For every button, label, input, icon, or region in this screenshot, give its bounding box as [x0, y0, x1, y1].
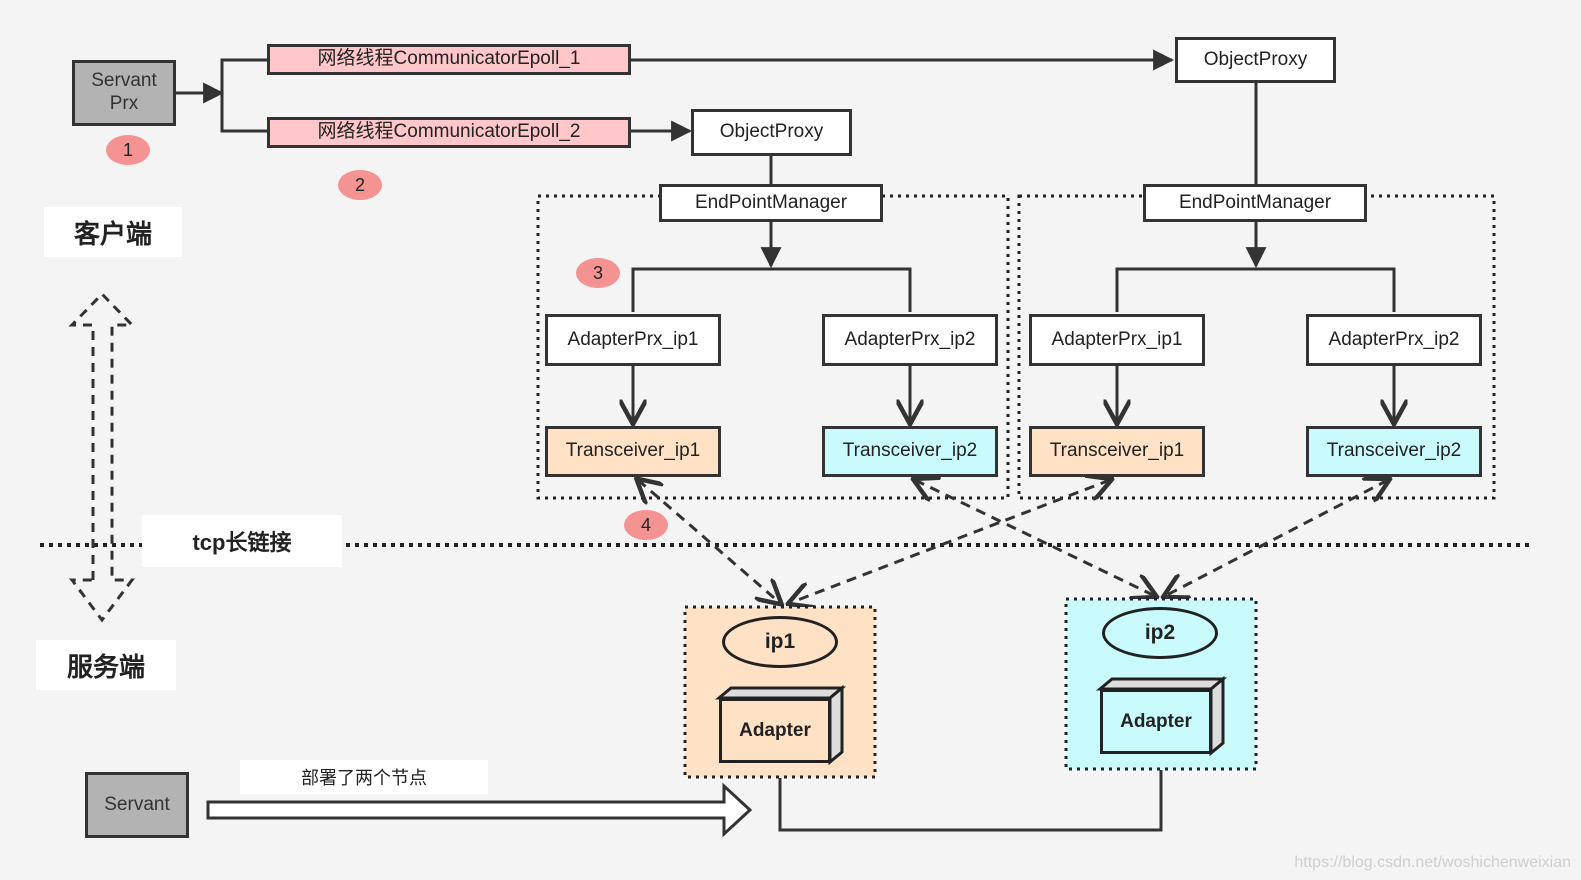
- node2-ip-ellipse: ip2: [1102, 607, 1218, 659]
- badge-2: 2: [338, 170, 382, 200]
- deploy-arrow: [206, 782, 753, 838]
- adapter-prx-ip2-left[interactable]: AdapterPrx_ip2: [822, 314, 998, 366]
- client-label: 客户端: [44, 207, 182, 257]
- transceiver-ip2-left[interactable]: Transceiver_ip2: [822, 426, 998, 477]
- deploy-label: 部署了两个节点: [240, 760, 488, 794]
- badge-1: 1: [106, 135, 150, 165]
- thread-1-box[interactable]: 网络线程CommunicatorEpoll_1: [267, 44, 631, 75]
- server-label: 服务端: [36, 640, 176, 690]
- servant-box[interactable]: Servant: [85, 772, 189, 838]
- thread-2-box[interactable]: 网络线程CommunicatorEpoll_2: [267, 117, 631, 148]
- node1-adapter-cube[interactable]: Adapter: [719, 698, 831, 763]
- adapter-prx-ip1-left[interactable]: AdapterPrx_ip1: [545, 314, 721, 366]
- adapter-prx-ip1-right[interactable]: AdapterPrx_ip1: [1029, 314, 1205, 366]
- client-server-arrow: [68, 291, 136, 623]
- object-proxy-left[interactable]: ObjectProxy: [691, 109, 852, 156]
- adapter-prx-ip2-right[interactable]: AdapterPrx_ip2: [1306, 314, 1482, 366]
- group-right-border: [1017, 194, 1496, 500]
- tcp-connection-label: tcp长链接: [142, 515, 342, 567]
- node1-ip-ellipse: ip1: [722, 616, 838, 668]
- badge-4: 4: [624, 510, 668, 540]
- transceiver-ip1-left[interactable]: Transceiver_ip1: [545, 426, 721, 477]
- endpoint-manager-left[interactable]: EndPointManager: [659, 184, 883, 222]
- watermark: https://blog.csdn.net/woshichenweixian: [1294, 854, 1571, 871]
- transceiver-ip1-right[interactable]: Transceiver_ip1: [1029, 426, 1205, 477]
- cube1-shading: [714, 684, 847, 766]
- nodes-link: [778, 770, 1163, 832]
- transceiver-ip2-right[interactable]: Transceiver_ip2: [1306, 426, 1482, 477]
- servant-prx-box[interactable]: Servant Prx: [72, 60, 176, 126]
- servant-prx-fork: [176, 58, 268, 133]
- tree-left: [633, 222, 910, 422]
- node2-adapter-cube[interactable]: Adapter: [1100, 689, 1212, 754]
- endpoint-manager-right[interactable]: EndPointManager: [1143, 184, 1367, 222]
- tcp-connections: [638, 480, 1388, 603]
- badge-3: 3: [576, 258, 620, 288]
- tree-right: [1117, 222, 1394, 422]
- object-proxy-right[interactable]: ObjectProxy: [1175, 37, 1336, 83]
